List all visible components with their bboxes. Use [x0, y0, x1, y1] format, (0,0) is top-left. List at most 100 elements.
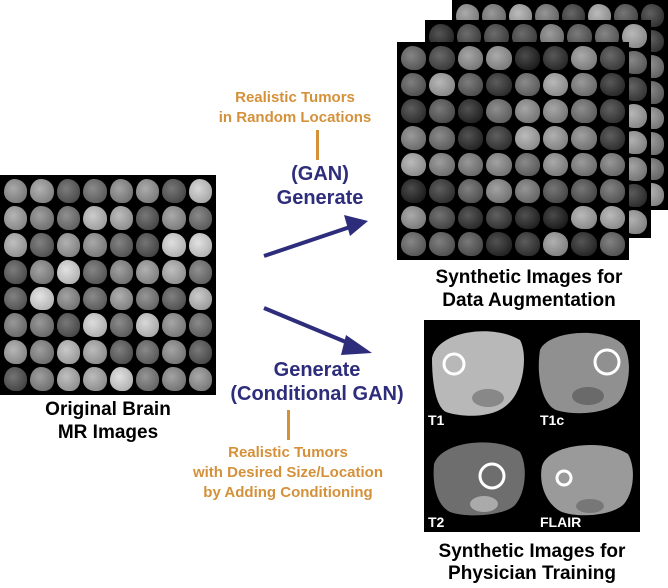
t1c-cerebellum — [572, 387, 604, 405]
brain-slice-thumbnail — [486, 125, 512, 150]
brain-slice-thumbnail — [571, 99, 597, 123]
brain-slice-thumbnail — [457, 232, 484, 256]
brain-slice-thumbnail — [514, 125, 540, 150]
t1-cerebellum — [472, 389, 504, 407]
brain-slice-thumbnail — [83, 313, 107, 338]
brain-slice-thumbnail — [486, 46, 512, 70]
modality-images — [432, 331, 633, 516]
original-label-line2: MR Images — [57, 422, 159, 443]
brain-slice-thumbnail — [56, 286, 81, 311]
brain-slice-thumbnail — [401, 99, 427, 123]
brain-slice-thumbnail — [514, 152, 540, 177]
brain-slice-thumbnail — [457, 99, 484, 123]
brain-slice-thumbnail — [599, 99, 625, 123]
brain-slice-thumbnail — [135, 367, 160, 391]
brain-slice-thumbnail — [109, 232, 133, 257]
t2-cerebellum — [470, 496, 498, 512]
brain-slice-thumbnail — [511, 24, 537, 48]
brain-slice-thumbnail — [514, 232, 540, 256]
brain-slice-thumbnail — [486, 179, 512, 203]
brain-slice-thumbnail — [599, 152, 625, 177]
brain-slice-thumbnail — [135, 205, 160, 230]
brain-slice-thumbnail — [571, 205, 597, 230]
conditional-annotation-line1: Realistic Tumors — [228, 444, 348, 461]
cgan-arrow-shaft — [263, 306, 354, 347]
brain-slice-thumbnail — [401, 125, 427, 150]
brain-slice-thumbnail — [162, 367, 186, 391]
brain-slice-thumbnail — [56, 367, 81, 391]
brain-slice-thumbnail — [542, 125, 569, 150]
brain-slice-thumbnail — [188, 205, 212, 230]
brain-slice-thumbnail — [429, 125, 455, 150]
physician-label: Synthetic Images for Physician Training — [396, 541, 668, 585]
original-images-label: Original Brain MR Images — [0, 398, 216, 444]
cgan-label-line1: Generate — [273, 359, 361, 381]
brain-slice-thumbnail — [162, 313, 186, 338]
brain-slice-thumbnail — [429, 72, 455, 97]
brain-slice-thumbnail — [4, 259, 28, 284]
brain-slice-thumbnail — [83, 286, 107, 311]
brain-slice-thumbnail — [429, 205, 455, 230]
brain-slice-thumbnail — [56, 340, 81, 365]
brain-slice-thumbnail — [4, 313, 28, 338]
brain-slice-thumbnail — [83, 340, 107, 365]
brain-slice-thumbnail — [571, 152, 597, 177]
brain-slice-thumbnail — [4, 367, 28, 391]
flair-cerebellum — [576, 499, 604, 513]
brain-slice-thumbnail — [457, 46, 484, 70]
brain-slice-thumbnail — [135, 179, 160, 203]
brain-slice-thumbnail — [30, 286, 54, 311]
conditional-annotation-line3: by Adding Conditioning — [203, 484, 373, 501]
brain-slice-thumbnail — [188, 367, 212, 391]
conditional-annotation-connector — [287, 410, 290, 440]
brain-slice-thumbnail — [514, 205, 540, 230]
original-mri-grid — [0, 175, 216, 395]
brain-slice-thumbnail — [162, 340, 186, 365]
brain-slice-thumbnail — [571, 46, 597, 70]
brain-slice-thumbnail — [457, 125, 484, 150]
brain-slice-thumbnail — [599, 72, 625, 97]
brain-slice-thumbnail — [188, 259, 212, 284]
brain-slice-thumbnail — [109, 205, 133, 230]
conditional-tumors-annotation: Realistic Tumors with Desired Size/Locat… — [160, 443, 416, 503]
brain-slice-thumbnail — [162, 179, 186, 203]
t2-tumor-circle — [478, 462, 506, 490]
brain-slice-thumbnail — [83, 259, 107, 284]
brain-slice-thumbnail — [571, 232, 597, 256]
brain-slice-thumbnail — [457, 152, 484, 177]
t1-tumor-circle — [442, 352, 466, 376]
brain-slice-thumbnail — [162, 286, 186, 311]
brain-slice-thumbnail — [542, 232, 569, 256]
brain-slice-thumbnail — [109, 259, 133, 284]
modality-label-t2: T2 — [428, 514, 445, 530]
brain-slice-thumbnail — [56, 259, 81, 284]
brain-slice-thumbnail — [401, 72, 427, 97]
cgan-generate-label: Generate (Conditional GAN) — [214, 358, 420, 406]
brain-slice-thumbnail — [4, 179, 28, 203]
brain-slice-thumbnail — [401, 179, 427, 203]
brain-slice-thumbnail — [109, 286, 133, 311]
brain-slice-thumbnail — [30, 259, 54, 284]
brain-slice-thumbnail — [4, 286, 28, 311]
cgan-arrow-head — [341, 335, 372, 355]
brain-slice-thumbnail — [135, 313, 160, 338]
brain-slice-thumbnail — [571, 179, 597, 203]
brain-slice-thumbnail — [429, 179, 455, 203]
brain-slice-thumbnail — [539, 24, 565, 48]
brain-slice-thumbnail — [484, 24, 509, 48]
brain-slice-thumbnail — [599, 179, 625, 203]
brain-slice-thumbnail — [542, 46, 569, 70]
brain-slice-thumbnail — [429, 46, 455, 70]
brain-slice-thumbnail — [135, 340, 160, 365]
brain-slice-thumbnail — [401, 232, 427, 256]
brain-slice-thumbnail — [486, 72, 512, 97]
t1c-tumor-circle — [593, 348, 621, 376]
brain-slice-thumbnail — [30, 232, 54, 257]
cgan-label-line2: (Conditional GAN) — [230, 383, 404, 405]
random-annotation-connector — [316, 130, 319, 160]
original-label-line1: Original Brain — [45, 399, 171, 420]
brain-slice-thumbnail — [30, 367, 54, 391]
brain-slice-thumbnail — [135, 259, 160, 284]
brain-slice-thumbnail — [188, 179, 212, 203]
augmentation-label-line2: Data Augmentation — [442, 290, 616, 311]
